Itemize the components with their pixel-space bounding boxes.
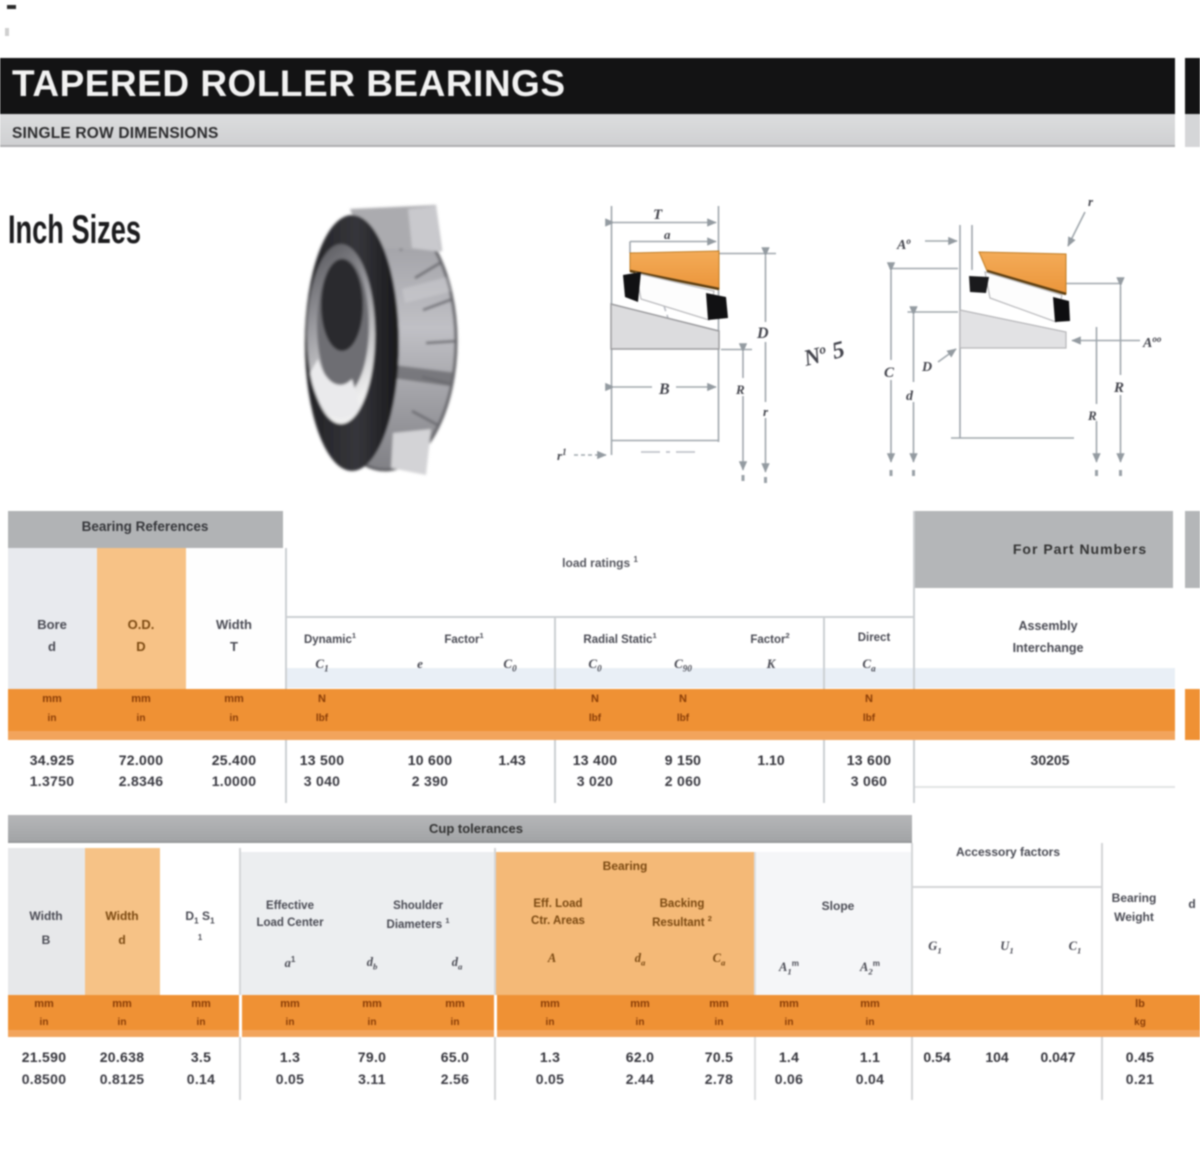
svg-text:Aoo: Aoo	[1142, 334, 1162, 351]
svg-text:r: r	[1088, 194, 1094, 209]
svg-text:T: T	[653, 207, 663, 223]
svg-text:r1: r1	[557, 447, 567, 463]
svg-text:R: R	[735, 382, 745, 397]
svg-text:R: R	[1113, 380, 1124, 396]
svg-text:D: D	[756, 325, 769, 342]
svg-text:D: D	[921, 360, 932, 375]
svg-text:r: r	[763, 404, 769, 419]
svg-text:C: C	[884, 365, 895, 381]
svg-text:Ao: Ao	[896, 236, 911, 253]
svg-text:No 5: No 5	[800, 337, 847, 372]
svg-text:B: B	[658, 381, 670, 398]
svg-text:R: R	[1087, 408, 1097, 423]
svg-text:d: d	[906, 389, 914, 404]
svg-text:a: a	[664, 227, 671, 242]
